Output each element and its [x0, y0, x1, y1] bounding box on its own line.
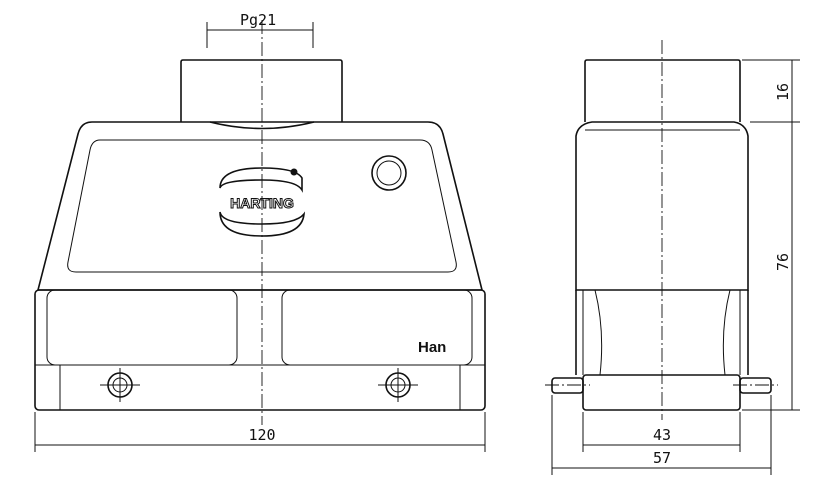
side-boss [584, 59, 741, 122]
dim-thread: Pg21 [240, 11, 276, 29]
side-view [545, 40, 778, 420]
screw-left-icon [100, 368, 140, 402]
pin-right [739, 377, 772, 394]
screw-right-icon [378, 368, 418, 402]
top-panel [67, 139, 457, 273]
dim-boss-height: 16 [774, 83, 792, 101]
lower-frame [34, 289, 486, 411]
dim-base-width: 43 [653, 426, 671, 444]
pin-left [551, 377, 584, 394]
front-view: HARTING Han [34, 20, 486, 425]
cable-entry-boss [180, 59, 343, 122]
dim-overall-depth: 57 [653, 449, 671, 467]
dimensions: Pg21 120 16 76 43 57 [34, 11, 800, 475]
side-window-left [46, 289, 238, 366]
dim-body-height: 76 [774, 253, 792, 271]
side-base [582, 374, 741, 411]
product-label: Han [418, 339, 446, 356]
vent-plug-icon [371, 155, 407, 191]
dim-front-width: 120 [248, 426, 275, 444]
